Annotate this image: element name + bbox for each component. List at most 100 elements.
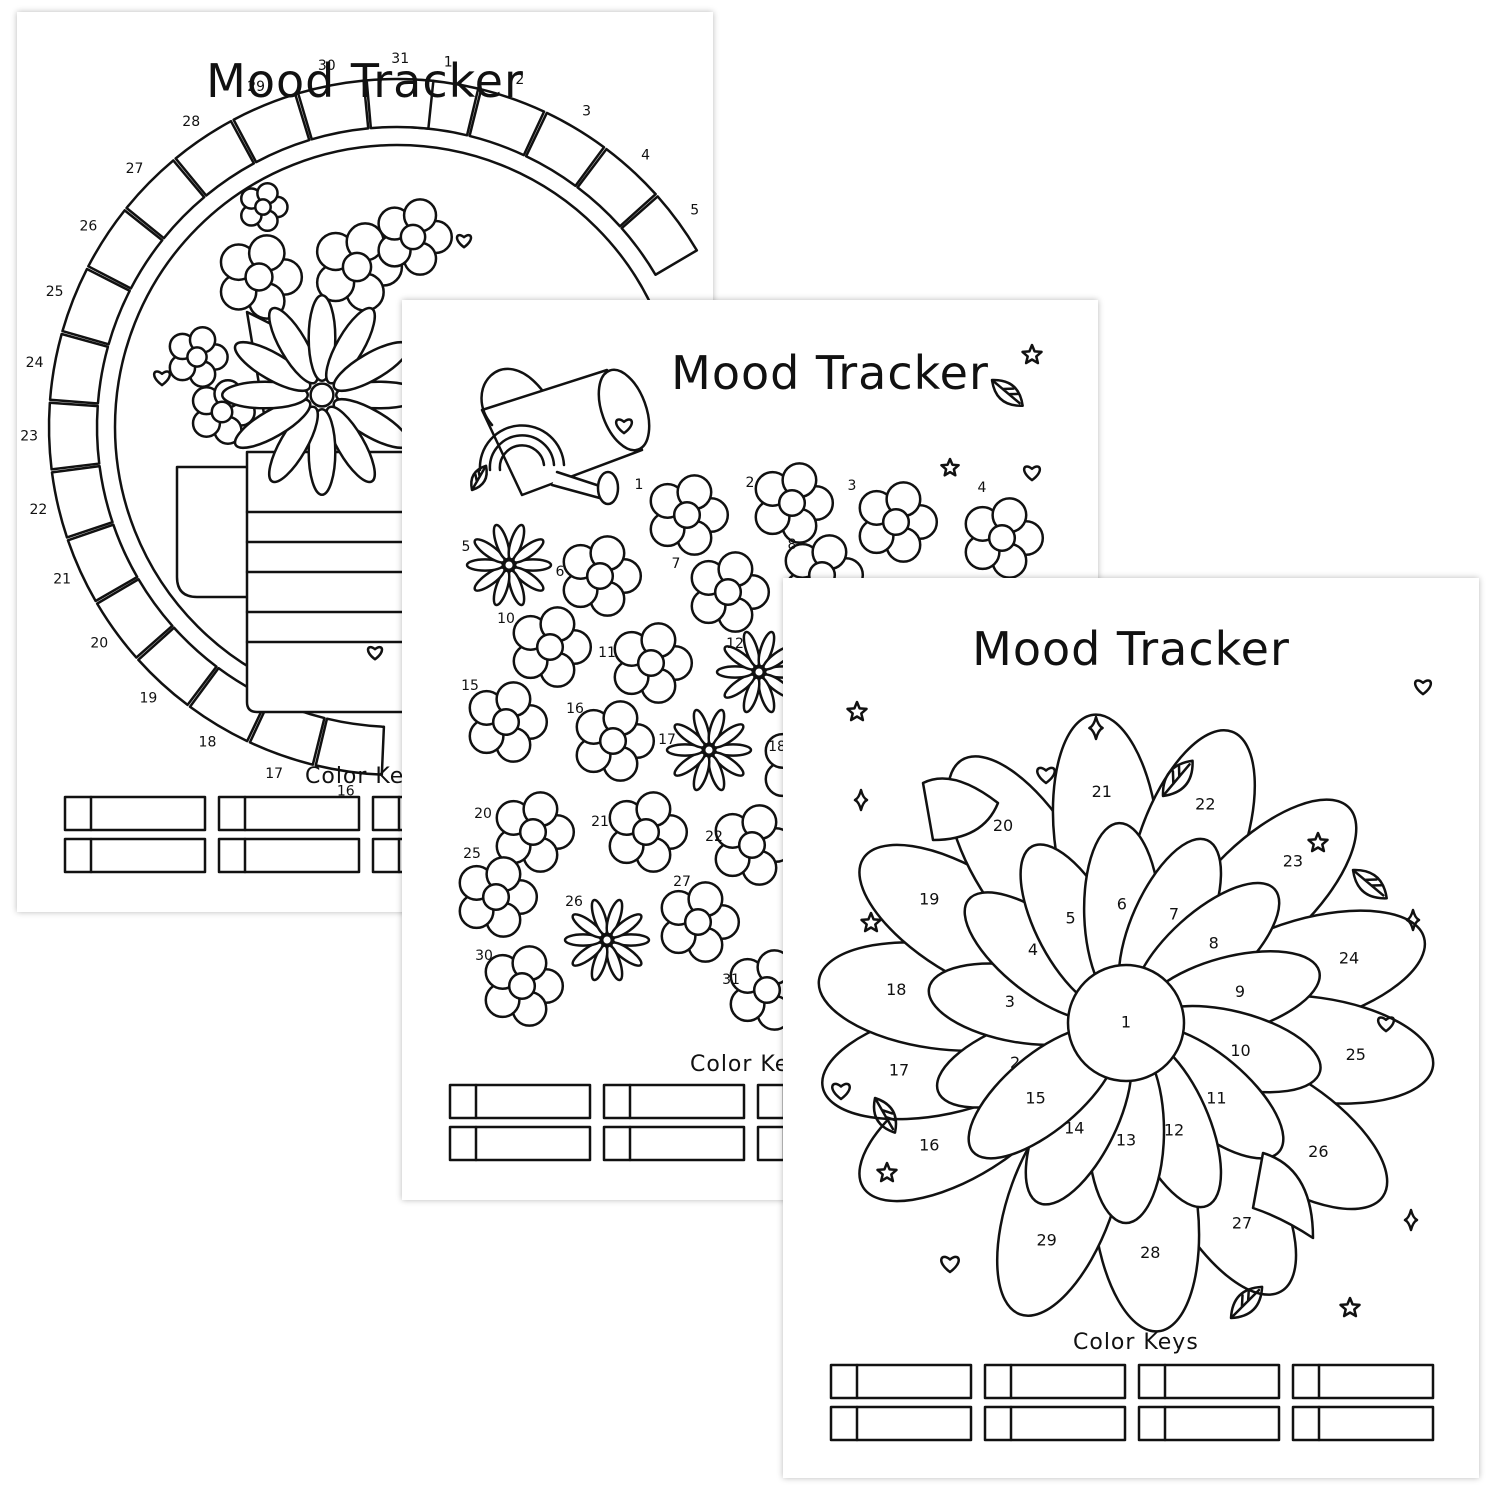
petal-number: 9 [1235,982,1245,1001]
day-number: 17 [658,732,676,748]
day-number: 1 [444,55,453,71]
day-number: 20 [90,635,108,651]
day-ring-cell [95,578,174,659]
heart-icon [1376,1016,1396,1033]
flower-icon [458,856,539,938]
color-key-box [448,1125,592,1162]
petal-number: 21 [1092,782,1112,801]
day-ring-cell [524,111,606,188]
day-ring-cell [125,159,206,240]
petal-number: 5 [1066,908,1076,927]
flower-icon [512,606,593,688]
heart-icon [366,645,384,661]
flower-icon [240,181,289,233]
petal-number: 11 [1206,1088,1226,1107]
petal-number: 4 [1028,940,1038,959]
day-number: 18 [199,734,217,750]
day-ring-cell [232,92,311,164]
color-key-box [602,1083,746,1120]
flower-icon [649,474,730,556]
day-number: 21 [591,814,609,830]
flower-icon [315,222,404,312]
heart-icon [831,1082,851,1101]
day-number: 5 [690,203,699,219]
star-icon [860,911,882,933]
heart-icon [614,418,634,435]
star-icon [1339,1296,1361,1318]
day-ring-cell [48,332,110,405]
color-key-grid [829,1363,1435,1442]
petal-number: 27 [1232,1213,1252,1232]
day-number: 21 [53,572,71,588]
day-number: 30 [318,58,336,74]
day-number: 3 [582,104,591,120]
day-number: 5 [462,539,471,555]
day-number: 17 [265,766,283,782]
flower-center [1066,963,1186,1083]
color-key-box [1291,1405,1435,1442]
day-number: 24 [26,355,44,371]
heart-icon [940,1255,960,1274]
color-key-box [1137,1405,1281,1442]
sparkle-icon [853,788,869,812]
sparkle-icon [1403,1208,1419,1232]
petal-number: 19 [919,890,939,909]
day-number: 31 [391,51,409,67]
petal-number: 8 [1209,934,1219,953]
day-number: 18 [768,739,786,755]
petal-number: 2 [1010,1053,1020,1072]
petal-number: 23 [1283,851,1303,870]
day-number: 3 [848,478,857,494]
sheet-title: Mood Tracker [671,346,989,400]
day-ring-cell [468,88,546,157]
flower-icon [562,535,643,617]
star-icon [876,1161,898,1183]
flower-icon [608,791,689,873]
day-number: 25 [46,284,64,300]
petal-number: 10 [1230,1041,1250,1060]
color-key-box [1291,1363,1435,1400]
color-key-box [983,1363,1127,1400]
flower-icon [964,497,1045,579]
day-number: 8 [788,537,797,553]
petal-number: 14 [1064,1119,1084,1138]
heart-icon [152,370,172,387]
day-number: 23 [20,429,38,445]
star-icon [846,700,868,722]
color-key-box [63,837,207,874]
flower-icon [495,791,576,873]
heart-icon [1022,465,1042,482]
flower-icon [714,804,795,886]
flower-icon [858,481,939,563]
day-ring-cell [620,195,699,276]
sheet-title: Mood Tracker [972,622,1290,676]
heart-icon [455,233,473,249]
day-number: 11 [598,645,616,661]
color-key-box [829,1405,973,1442]
day-number: 19 [139,690,157,706]
day-ring-cell [50,464,114,539]
day-number: 2 [515,72,524,88]
day-ring-cell [174,119,256,197]
flower-icon [221,294,423,496]
day-number: 22 [30,502,48,518]
color-key-box [829,1363,973,1400]
center-number: 1 [1121,1013,1131,1032]
day-number: 25 [463,846,481,862]
sparkle-icon [1088,715,1104,741]
day-ring-cell [66,523,139,603]
petal-number: 12 [1164,1120,1184,1139]
flower-icon [377,198,454,276]
day-number: 27 [126,161,144,177]
day-ring-cell [314,717,386,776]
color-key-box [448,1083,592,1120]
leaf-icon [990,378,1024,407]
flower-icon [575,700,656,782]
flower-icon [484,945,565,1027]
star-icon [1307,831,1329,853]
leaf-shape [1251,1151,1315,1240]
petal-number: 15 [1025,1088,1045,1107]
day-number: 29 [247,79,265,95]
